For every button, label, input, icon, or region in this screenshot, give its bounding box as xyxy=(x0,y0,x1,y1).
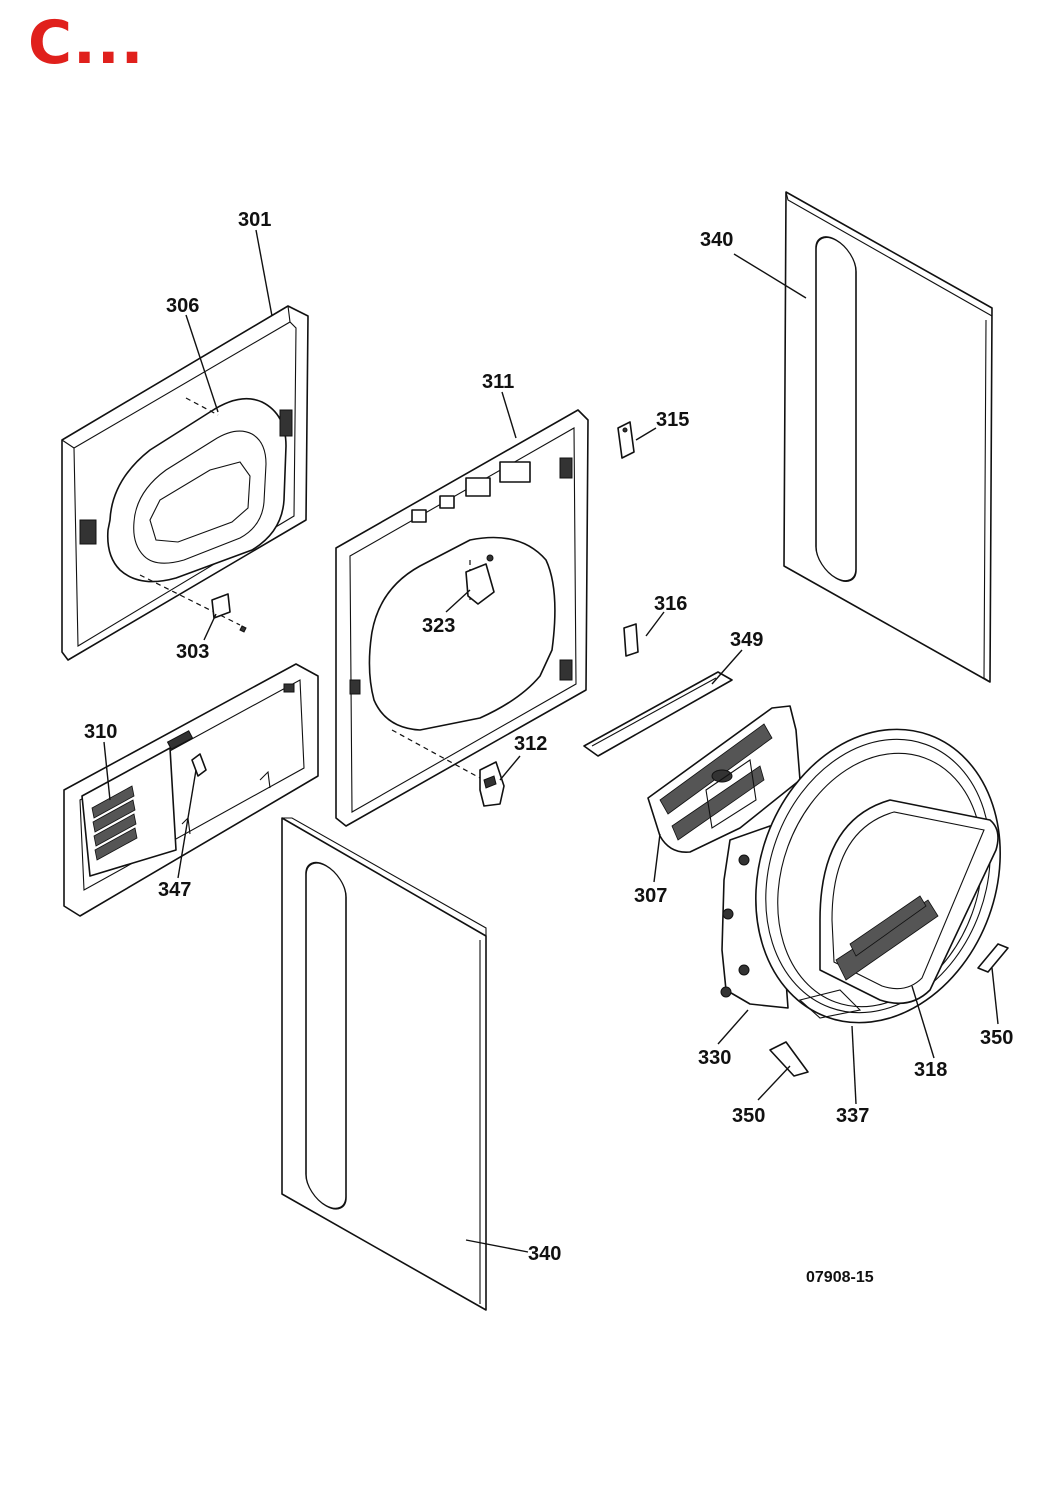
callout-303: 303 xyxy=(176,641,209,663)
front-panel-301 xyxy=(61,305,309,661)
callout-347: 347 xyxy=(158,879,191,901)
drum-felt-pad-350b xyxy=(769,1041,809,1077)
callout-312: 312 xyxy=(514,733,547,755)
drawing-code: 07908-15 xyxy=(806,1269,874,1286)
page-heading: C... xyxy=(28,8,145,78)
callout-316: 316 xyxy=(654,593,687,615)
side-panel-340-lower xyxy=(281,817,487,1311)
leader-lines xyxy=(103,229,999,1253)
callout-311: 311 xyxy=(482,371,514,393)
callout-318: 318 xyxy=(914,1059,947,1081)
callout-330: 330 xyxy=(698,1047,731,1069)
felt-seal-349 xyxy=(583,671,733,757)
callout-307: 307 xyxy=(634,885,667,907)
callout-315: 315 xyxy=(656,409,689,431)
callout-350-lower: 350 xyxy=(732,1105,765,1127)
callout-337: 337 xyxy=(836,1105,869,1127)
toe-panel-310 xyxy=(63,663,319,917)
callout-340-lower: 340 xyxy=(528,1243,561,1265)
drum-glide-318 xyxy=(798,799,999,1019)
hinge-block-312 xyxy=(479,761,505,807)
callout-340-upper: 340 xyxy=(700,229,733,251)
callout-310: 310 xyxy=(84,721,117,743)
callout-306: 306 xyxy=(166,295,199,317)
lint-filter-housing-307 xyxy=(647,705,801,853)
bracket-316 xyxy=(623,623,639,657)
drum-felt-pad-350a xyxy=(977,943,1009,973)
bracket-315 xyxy=(617,421,635,459)
callout-323: 323 xyxy=(422,615,455,637)
callout-349: 349 xyxy=(730,629,763,651)
side-panel-340-upper xyxy=(783,191,993,683)
door-latch-strike-303 xyxy=(211,593,247,633)
callout-350-right: 350 xyxy=(980,1027,1013,1049)
callout-labels: 301 306 303 311 315 316 323 312 310 347 … xyxy=(84,209,1013,1286)
front-bulkhead-311 xyxy=(335,409,589,827)
callout-301: 301 xyxy=(238,209,271,231)
